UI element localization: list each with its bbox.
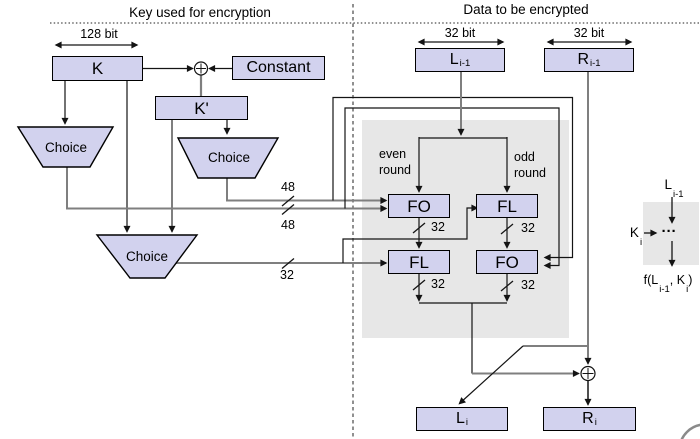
l-out-subscript: i [465, 417, 469, 429]
bus-label-32-br: 32 [521, 278, 535, 292]
inset-f-output-label: f(Li-1, Ki) [643, 273, 693, 294]
inset-f-p2: , K [669, 273, 686, 287]
odd-round-label: odd round [514, 149, 546, 181]
fo-odd-label: FO [495, 252, 519, 272]
even-round-label: even round [379, 146, 411, 178]
round-function-panel [362, 120, 569, 338]
xor-nodes [193, 61, 596, 382]
fl-odd-box: FL [476, 194, 538, 218]
fo-odd-box: FO [476, 250, 538, 274]
bus-label-32-c: 32 [280, 268, 294, 282]
inset-k-subscript: i [639, 236, 643, 248]
choice2-label: Choice [207, 150, 251, 165]
inset-l-prev-label: Li-1 [664, 177, 683, 199]
inset-k-base: K [629, 225, 639, 240]
bus-label-32-tl: 32 [431, 220, 445, 234]
r-prev-label: R [577, 51, 589, 68]
inset-f-p1: f(L [643, 273, 659, 287]
even-round-line2: round [379, 163, 411, 177]
key-schedule-wires [61, 65, 574, 269]
tick-48-a [281, 195, 295, 207]
l-out-label: L [455, 410, 465, 427]
choice3-label: Choice [125, 249, 169, 264]
choice-shapes [16, 126, 280, 279]
bit-width-arrows [54, 38, 633, 49]
bus-label-32-bl: 32 [431, 277, 445, 291]
xor-icon [580, 365, 596, 382]
tick-32-tl [412, 222, 426, 234]
bus-width-ticks [281, 195, 514, 292]
inset-l-base: L [664, 177, 672, 192]
wire-choice1-48bit [66, 167, 388, 212]
inset-key-label: Ki [629, 225, 642, 247]
xor-icon [193, 61, 209, 76]
odd-round-line1: odd [514, 150, 535, 164]
key-kprime-label: K' [194, 98, 209, 118]
fl-odd-label: FL [497, 196, 517, 216]
r-out-label: R [582, 410, 594, 427]
constant-label: Constant [246, 59, 311, 76]
bit-width-label-128: 128 bit [80, 27, 118, 41]
wire-32bit-to-odd-fl [342, 204, 479, 263]
wire-48bit-to-odd-fo-outer [332, 96, 574, 261]
choice1-shape [16, 126, 115, 168]
l-prev-label: L [449, 51, 459, 68]
corner-swoosh-decoration [680, 423, 700, 439]
inset-f-s2: i [686, 283, 689, 295]
r-out-subscript: i [594, 417, 597, 429]
f-inset-arrows [644, 197, 676, 267]
bus-label-48-a: 48 [281, 180, 295, 194]
bus-label-32-tr: 32 [521, 221, 535, 235]
choice3-shape [95, 234, 199, 279]
bit-width-label-32-right: 32 bit [573, 26, 605, 40]
inset-f-s1: i-1 [659, 283, 670, 295]
key-k-label: K [91, 59, 104, 78]
inset-f-p3: ) [688, 273, 693, 287]
fo-even-label: FO [407, 196, 431, 216]
key-kprime-box: K' [155, 96, 248, 120]
tick-32-bl [412, 279, 426, 291]
inset-ellipsis: ··· [661, 223, 677, 240]
wire-rprev-to-lout [458, 345, 524, 405]
fl-even-label: FL [409, 252, 429, 272]
section-title-key: Key used for encryption [129, 5, 271, 20]
odd-round-line2: round [514, 166, 546, 180]
bit-width-label-32-left: 32 bit [444, 26, 476, 40]
constant-box: Constant [232, 56, 325, 80]
wire-48bit-to-odd-fo-inner [344, 107, 560, 269]
l-prev-subscript: i-1 [459, 58, 471, 70]
tick-32-tr [500, 223, 514, 235]
r-prev-subscript: i-1 [590, 58, 601, 70]
choice2-shape [176, 137, 280, 179]
section-title-data: Data to be encrypted [463, 2, 589, 17]
tick-32-br [500, 280, 514, 292]
fo-even-box: FO [388, 194, 450, 218]
key-k-box: K [52, 56, 143, 81]
inset-l-subscript: i-1 [672, 188, 684, 200]
choice1-label: Choice [44, 140, 88, 155]
bus-label-48-b: 48 [281, 218, 295, 232]
even-round-line1: even [379, 147, 407, 161]
tick-48-b [281, 204, 295, 215]
fl-even-box: FL [388, 250, 450, 274]
data-path-wires [415, 72, 592, 406]
tick-32-c [281, 258, 295, 269]
